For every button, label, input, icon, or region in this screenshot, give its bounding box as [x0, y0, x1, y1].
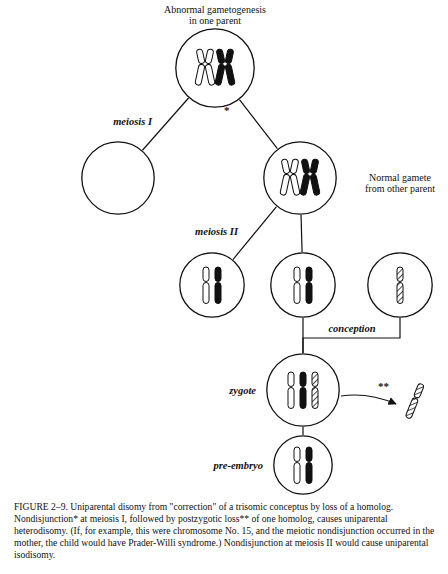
- chromosome-hatched: [397, 267, 403, 304]
- cell-circle: [263, 141, 337, 215]
- cell-circle: zygote: [266, 353, 340, 427]
- cell-circle-outline: [82, 142, 154, 214]
- figure-caption: FIGURE 2–9. Uniparental disomy from "cor…: [14, 501, 436, 561]
- homolog-white-duplicated: [195, 49, 215, 86]
- stage-label: meiosis II: [195, 226, 238, 238]
- cell-circle-outline: [264, 142, 336, 214]
- cell-heading: Abnormal gametogenesis in one parent: [162, 4, 268, 26]
- division-line: [302, 318, 303, 353]
- cell-outline: [367, 252, 433, 318]
- cell-outline: [179, 252, 245, 318]
- homolog-black-duplicated: [215, 49, 235, 86]
- cell-circle-outline: [176, 29, 254, 107]
- cell-outline: [270, 252, 336, 318]
- cell-circle-outline: [267, 354, 339, 426]
- cell-outline: [263, 141, 337, 215]
- stage-label: conception: [328, 323, 375, 335]
- cell-circle: [179, 252, 245, 318]
- cell-outline: [266, 353, 340, 427]
- cell-circle-outline: [271, 253, 335, 317]
- lost-chromosome: [405, 383, 424, 419]
- chromosome-black: [306, 267, 312, 304]
- stage-label: pre-embryo: [213, 460, 263, 471]
- division-line: [301, 215, 302, 252]
- footnote-mark: **: [378, 380, 389, 392]
- division-line: [233, 207, 277, 260]
- chromosome-black: [306, 447, 312, 484]
- division-line: [302, 427, 303, 435]
- loss-arrow: [341, 395, 396, 404]
- cell-circle-outline: [368, 253, 432, 317]
- cell-circle: Normal gamete from other parent: [367, 252, 433, 318]
- chromosome-white: [203, 267, 209, 304]
- cell-circle-outline: [274, 436, 332, 494]
- cell-heading: Normal gamete from other parent: [362, 172, 438, 194]
- homolog-black-duplicated: [300, 159, 320, 196]
- cell-outline: [175, 28, 255, 108]
- division-line: [239, 100, 277, 149]
- chromosome-white: [294, 267, 300, 304]
- chromosome-hatched: [405, 383, 424, 419]
- chromosome-white: [294, 447, 300, 484]
- cell-circle: [81, 141, 155, 215]
- chromosome-hatched: [312, 372, 318, 409]
- stage-label: meiosis I: [113, 116, 152, 128]
- division-line: [303, 318, 400, 353]
- cell-circle: pre-embryo: [273, 435, 333, 495]
- homolog-white-duplicated: [280, 159, 300, 196]
- chromosome-black: [300, 372, 306, 409]
- footnote-mark: *: [224, 104, 230, 116]
- stage-label: zygote: [229, 385, 256, 396]
- cell-outline: [81, 141, 155, 215]
- cell-circle-outline: [180, 253, 244, 317]
- cell-outline: [273, 435, 333, 495]
- cell-circle: Abnormal gametogenesis in one parent: [175, 28, 255, 108]
- chromosome-black: [215, 267, 221, 304]
- chromosome-white: [288, 372, 294, 409]
- cell-circle: [270, 252, 336, 318]
